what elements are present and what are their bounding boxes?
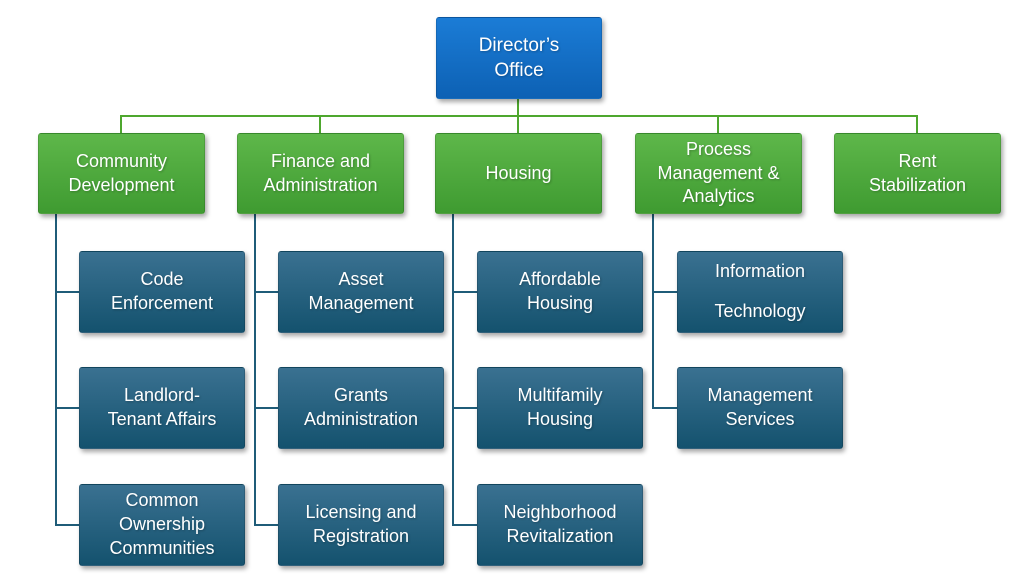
unit-asset-management: Asset Management <box>278 251 444 333</box>
unit-common-ownership-communities: Common Ownership Communities <box>79 484 245 566</box>
unit-affordable-housing: Affordable Housing <box>477 251 643 333</box>
unit-management-services: Management Services <box>677 367 843 449</box>
connector-stub-management-services <box>652 407 677 409</box>
connector-process-management-drop <box>652 214 654 409</box>
connector-stub-information-technology <box>652 291 677 293</box>
unit-information-technology: Information Technology <box>677 251 843 333</box>
connector-stub-neighborhood-revitalization <box>452 524 477 526</box>
connector-housing-drop <box>452 214 454 526</box>
connector-stub-grants-administration <box>254 407 278 409</box>
dept-finance-administration: Finance and Administration <box>237 133 404 214</box>
connector-stub-rent-stabilization <box>916 115 918 133</box>
connector-stub-affordable-housing <box>452 291 477 293</box>
dept-rent-stabilization: Rent Stabilization <box>834 133 1001 214</box>
connector-community-development-drop <box>55 214 57 526</box>
connector-stub-common-ownership-communities <box>55 524 79 526</box>
connector-finance-administration-drop <box>254 214 256 526</box>
connector-stub-finance-administration <box>319 115 321 133</box>
connector-stub-community-development <box>120 115 122 133</box>
connector-stub-multifamily-housing <box>452 407 477 409</box>
connector-stub-process-management <box>717 115 719 133</box>
connector-stub-code-enforcement <box>55 291 79 293</box>
dept-process-management-analytics: Process Management & Analytics <box>635 133 802 214</box>
connector-stub-licensing-registration <box>254 524 278 526</box>
unit-landlord-tenant-affairs: Landlord- Tenant Affairs <box>79 367 245 449</box>
unit-multifamily-housing: Multifamily Housing <box>477 367 643 449</box>
unit-code-enforcement: Code Enforcement <box>79 251 245 333</box>
connector-departments-bar <box>121 115 918 117</box>
unit-grants-administration: Grants Administration <box>278 367 444 449</box>
unit-neighborhood-revitalization: Neighborhood Revitalization <box>477 484 643 566</box>
dept-housing: Housing <box>435 133 602 214</box>
connector-stub-asset-management <box>254 291 278 293</box>
dept-community-development: Community Development <box>38 133 205 214</box>
node-directors-office: Director’s Office <box>436 17 602 99</box>
connector-stub-landlord-tenant-affairs <box>55 407 79 409</box>
unit-licensing-registration: Licensing and Registration <box>278 484 444 566</box>
